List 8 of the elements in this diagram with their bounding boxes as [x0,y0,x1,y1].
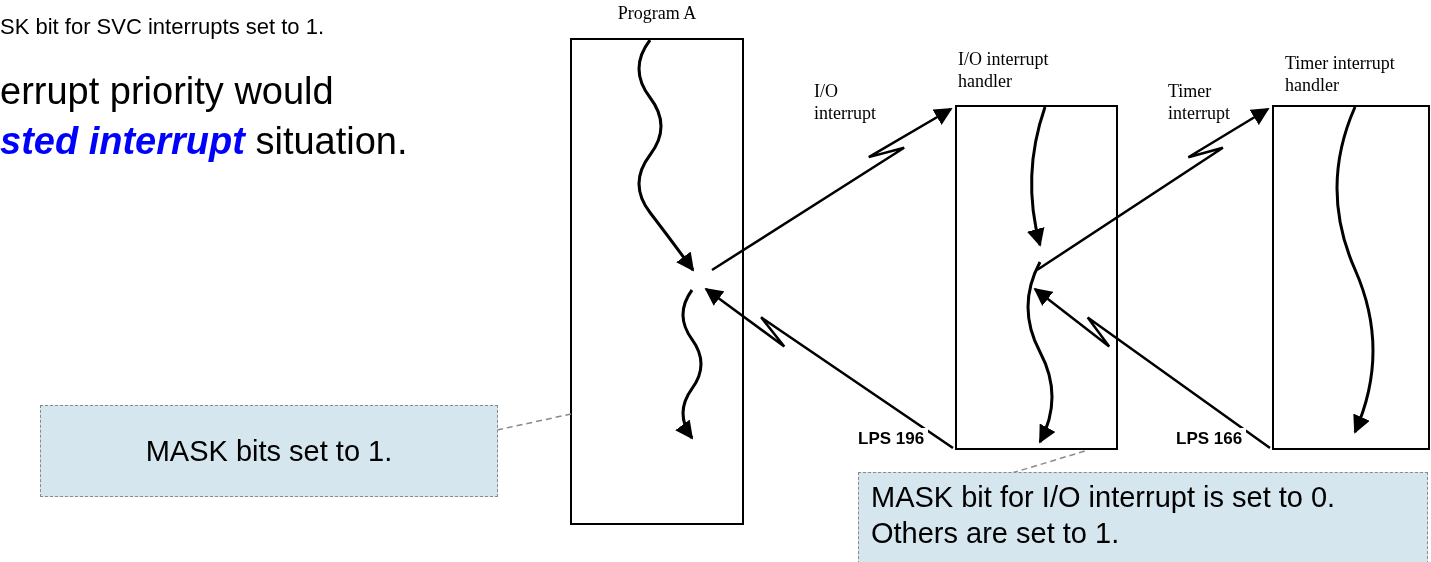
slide-text: SK bit for SVC interrupts set to 1. [0,14,325,40]
callout-box: MASK bit for I/O interrupt is set to 0. Others are set to 1. [858,472,1428,562]
slide-text: errupt priority would [0,70,334,113]
box-heading: I/O interrupt handler [958,48,1050,92]
slide-text: sted interrupt situation. [0,120,408,163]
callout-box: MASK bits set to 1. [40,405,498,497]
box-heading: Program A [616,2,698,24]
box-heading: Timer interrupt handler [1285,52,1396,96]
